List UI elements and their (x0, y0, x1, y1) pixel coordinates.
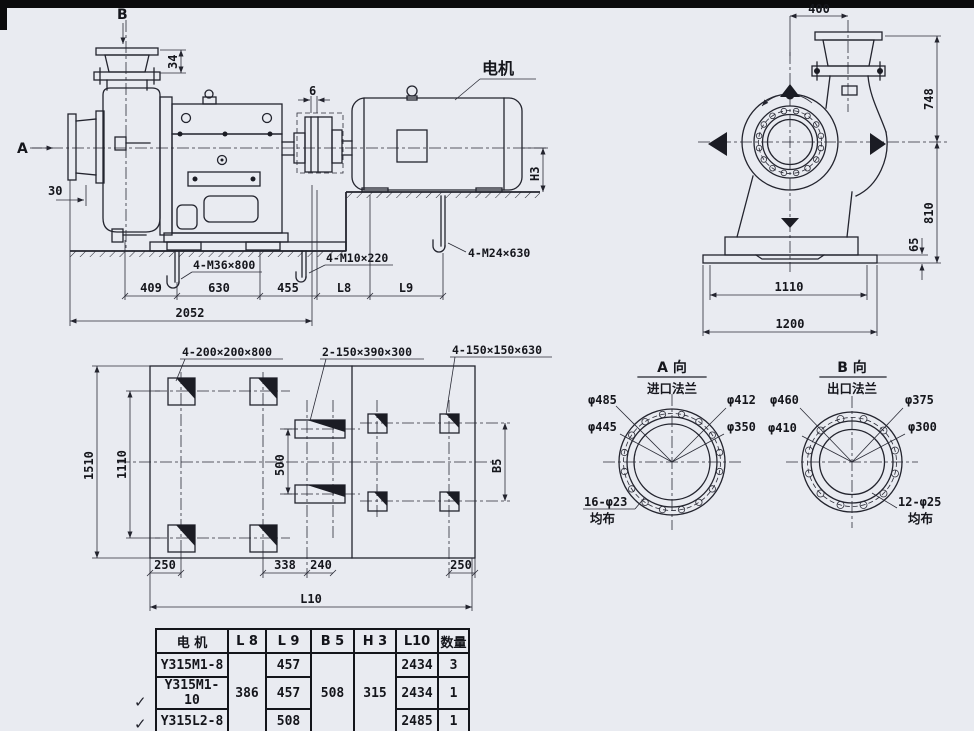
flange-b-view: B 向 出口法兰 φ460 φ410 φ375 φ (768, 359, 941, 528)
dim-455: 455 (277, 281, 299, 295)
dim-34: 34 (166, 55, 180, 69)
flange-b-holes: 12-φ25 (898, 495, 941, 509)
table-row: Y315L2-8 508 2485 1 (155, 708, 470, 731)
view-b-label: B (117, 7, 128, 23)
dim-h3: H3 (528, 167, 542, 181)
side-view: B 34 A 30 (17, 7, 548, 326)
coupling (281, 112, 353, 174)
cell-b5: 508 (310, 652, 355, 731)
header-l10: L10 (395, 628, 439, 654)
header-l9: L 9 (265, 628, 312, 654)
flange-b-dia-bolt-circle: φ410 (768, 421, 797, 435)
dim-400: 400 (808, 2, 830, 16)
suction-flange-bolts (755, 107, 825, 177)
motor-spec-table: 电 机 L 8 L 9 B 5 H 3 L10 数量 Y315M1-8 386 … (155, 628, 470, 731)
flange-a-dia-outer: φ485 (588, 393, 617, 407)
header-motor: 电 机 (155, 628, 229, 654)
dim-1510: 1510 (82, 451, 96, 480)
bolt-pump-label: 4-M36×800 (193, 258, 255, 272)
cell-motor: Y315M1-10 (155, 676, 229, 710)
motor-label: 电机 (482, 59, 514, 78)
scan-edge-top (0, 0, 974, 8)
flange-a-dia-bore: φ350 (727, 420, 756, 434)
flange-b-holes-note: 均布 (908, 511, 934, 526)
bolt-support-label: 4-M10×220 (326, 251, 388, 265)
dim-409: 409 (140, 281, 162, 295)
cell-l10: 2434 (395, 676, 439, 710)
header-b5: B 5 (310, 628, 355, 654)
flange-b-dia-bore: φ300 (908, 420, 937, 434)
foundation-plan: 4-200×200×800 2-150×390×300 4-150×150×63… (82, 343, 552, 611)
cell-l9: 457 (265, 676, 312, 710)
dim-250-right: 250 (450, 558, 472, 572)
flange-a-holes-note: 均布 (590, 511, 616, 526)
dim-630: 630 (208, 281, 230, 295)
cell-l10: 2485 (395, 708, 439, 731)
anchor-bolt-m24 (432, 195, 446, 253)
dim-748: 748 (922, 88, 936, 110)
table-header-row: 电 机 L 8 L 9 B 5 H 3 L10 数量 (155, 628, 470, 654)
flange-b-subtitle: 出口法兰 (827, 381, 878, 396)
header-h3: H 3 (353, 628, 397, 654)
dim-1110-plan: 1110 (115, 450, 129, 479)
header-l8: L 8 (227, 628, 267, 654)
check-mark: ✓ (134, 715, 147, 731)
cell-qty: 1 (437, 708, 470, 731)
table-row: Y315M1-10 457 2434 1 (155, 676, 470, 710)
dim-l9: L9 (399, 281, 413, 295)
dim-240: 240 (310, 558, 332, 572)
dim-l8: L8 (337, 281, 351, 295)
scan-edge-corner (0, 0, 7, 30)
flange-a-dia-bolt-circle: φ445 (588, 420, 617, 434)
dim-810: 810 (922, 202, 936, 224)
dim-l10: L10 (300, 592, 322, 606)
flange-b-dia-outer: φ460 (770, 393, 799, 407)
bearing-frame (163, 89, 289, 251)
header-qty: 数量 (437, 628, 470, 654)
dim-b5: B5 (490, 459, 504, 473)
cell-qty: 1 (437, 676, 470, 710)
cell-motor: Y315L2-8 (155, 708, 229, 731)
flange-a-title: A 向 (657, 359, 687, 376)
flange-a-bolts (620, 410, 724, 514)
flange-b-bolts (805, 415, 899, 509)
dim-1200: 1200 (776, 317, 805, 331)
front-view: 400 (698, 2, 948, 336)
anchor-pockets (167, 377, 460, 553)
motor (351, 85, 523, 193)
dim-1110-front: 1110 (775, 280, 804, 294)
flange-a-view: A 向 进口法兰 φ485 φ445 φ (583, 359, 756, 530)
pockets-left-label: 4-200×200×800 (182, 345, 272, 359)
dim-338: 338 (274, 558, 296, 572)
flange-a-subtitle: 进口法兰 (647, 381, 698, 396)
pockets-mid-label: 2-150×390×300 (322, 345, 412, 359)
cell-l8: 386 (227, 652, 267, 731)
flange-b-title: B 向 (837, 359, 867, 376)
dim-6: 6 (309, 84, 316, 98)
check-mark: ✓ (134, 693, 147, 711)
cell-h3: 315 (353, 652, 397, 731)
flange-a-dia-raised: φ412 (727, 393, 756, 407)
cell-l9: 457 (265, 652, 312, 678)
dim-250-left: 250 (154, 558, 176, 572)
dim-30: 30 (48, 184, 62, 198)
dim-65: 65 (907, 238, 921, 252)
pockets-right-label: 4-150×150×630 (452, 343, 542, 357)
anchor-bolt-m10 (295, 250, 307, 283)
view-a-label: A (17, 141, 28, 157)
cell-l9: 508 (265, 708, 312, 731)
anchor-bolt-m36 (166, 250, 180, 289)
flange-a-holes: 16-φ23 (584, 495, 627, 509)
bolt-motor-label: 4-M24×630 (468, 246, 530, 260)
cell-motor: Y315M1-8 (155, 652, 229, 678)
cell-qty: 3 (437, 652, 470, 678)
table-row: Y315M1-8 386 457 508 315 2434 3 (155, 652, 470, 731)
dim-500: 500 (273, 454, 287, 476)
cell-l10: 2434 (395, 652, 439, 678)
flange-b-dia-raised: φ375 (905, 393, 934, 407)
dim-2052: 2052 (176, 306, 205, 320)
